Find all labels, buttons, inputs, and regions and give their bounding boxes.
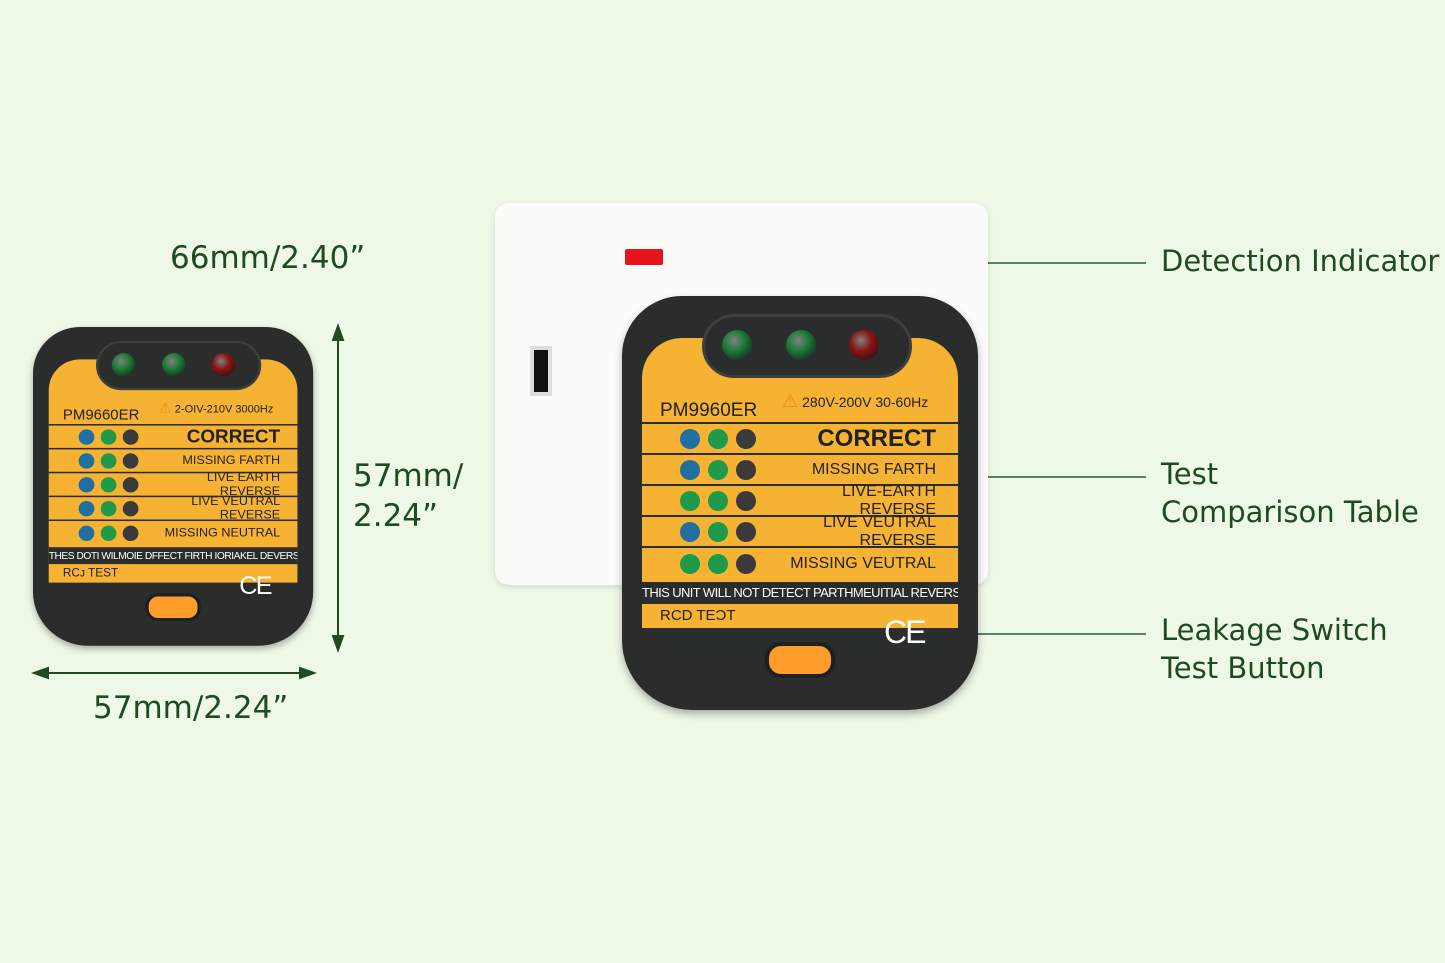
- status-dot: [78, 452, 95, 469]
- row-label: CORRECT: [817, 424, 936, 452]
- current-text: 110II1A: [163, 567, 198, 579]
- row-label: LIVE EARTH REVERSE: [206, 470, 281, 498]
- row-label: LIVE-EARTH REVERSE: [842, 482, 936, 518]
- warning-strip: THIS UNIT WILL NOT DETECT PARTHMEUITIAL …: [642, 582, 958, 604]
- voltage-rating: ⚠280V-200V 30-60Hz: [782, 391, 928, 412]
- rcd-test-button[interactable]: [145, 593, 201, 622]
- status-dot: [78, 476, 95, 493]
- ce-mark: CE: [239, 571, 272, 600]
- rcd-test-label: RCᴊ TEST: [48, 564, 136, 583]
- status-dot: [78, 525, 95, 541]
- current-text: 80II0A: [787, 608, 825, 623]
- status-dot: [122, 476, 139, 493]
- status-dot: [708, 490, 728, 511]
- current-rating: ⚠ 110II1A: [151, 567, 198, 579]
- comparison-row: CORRECT: [642, 422, 958, 453]
- comparison-row: MISSING FARTH: [48, 447, 298, 472]
- status-dot: [680, 459, 700, 480]
- callout-test-table-line2: Comparison Table: [1161, 495, 1419, 529]
- status-dot: [100, 525, 117, 541]
- status-dot: [680, 521, 700, 542]
- current-rating: ⚠ 80II0A: [772, 608, 825, 624]
- row-label: MISSING VEUTRAL: [790, 554, 936, 572]
- callout-detection-indicator: Detection Indicator: [1161, 244, 1440, 278]
- row-label: MISSING FARTH: [182, 453, 281, 467]
- rcd-test-label: RCD TEƆT: [642, 604, 752, 628]
- warning-icon: ⚠: [151, 567, 164, 579]
- row-label: LIVE VEUTRAL REVERSE: [823, 513, 936, 549]
- status-dot: [736, 553, 756, 574]
- model-number: PM9660ER: [62, 407, 140, 424]
- label-panel: [48, 359, 298, 583]
- warning-icon: ⚠: [772, 608, 788, 623]
- ce-mark: CE: [884, 614, 926, 650]
- indicator-led: [786, 330, 816, 360]
- comparison-row: LIVE-EARTH REVERSE: [642, 483, 958, 518]
- warning-icon: ⚠: [158, 400, 172, 416]
- comparison-row: CORRECT: [48, 424, 298, 448]
- status-dot: [680, 428, 700, 449]
- width-dimension: 66mm/2.40”: [170, 240, 366, 276]
- comparison-row: LIVE VEUTRAL REVERSE: [48, 494, 298, 522]
- status-dot: [100, 500, 117, 517]
- status-dot: [736, 521, 756, 542]
- comparison-row: LIVE EARTH REVERSE: [48, 470, 298, 498]
- comparison-row: LIVE VEUTRAL REVERSE: [642, 514, 958, 549]
- voltage-rating: ⚠2-OIV-210V 3000Hz: [159, 400, 273, 416]
- height-dimension-line2: 2.24”: [353, 498, 439, 534]
- status-dot: [708, 428, 728, 449]
- status-dot: [122, 452, 139, 469]
- status-dot: [708, 521, 728, 542]
- comparison-row: MISSING NEUTRAL: [48, 519, 298, 545]
- status-dot: [736, 428, 756, 449]
- indicator-led: [211, 353, 236, 377]
- warning-strip: THES DOTI WILMOIE DFFECT FIRTH IORIAKEL …: [48, 547, 298, 565]
- status-dot: [100, 452, 117, 469]
- callout-test-table-line1: Test: [1161, 457, 1219, 491]
- callout-leakage-line2: Test Button: [1161, 651, 1325, 685]
- status-dot: [680, 553, 700, 574]
- model-number: PM9960ER: [660, 400, 758, 421]
- status-dot: [122, 525, 139, 541]
- comparison-row: MISSING VEUTRAL: [642, 546, 958, 579]
- row-label: CORRECT: [186, 425, 281, 447]
- voltage-text: 2-OIV-210V 3000Hz: [174, 402, 274, 415]
- status-dot: [100, 476, 117, 493]
- socket-slot: [530, 346, 552, 396]
- indicator-led: [162, 353, 186, 377]
- socket-indicator-light: [625, 249, 663, 265]
- rcd-test-button[interactable]: [765, 642, 835, 678]
- height-dimension-line1: 57mm/: [353, 458, 464, 494]
- status-dot: [100, 429, 117, 445]
- status-dot: [122, 429, 139, 445]
- warning-icon: ⚠: [782, 391, 799, 411]
- status-dot: [736, 490, 756, 511]
- status-dot: [736, 459, 756, 480]
- callout-leakage-line1: Leakage Switch: [1161, 613, 1388, 647]
- depth-dimension: 57mm/2.24”: [93, 690, 289, 726]
- status-dot: [708, 459, 728, 480]
- comparison-row: MISSING FARTH: [642, 453, 958, 484]
- status-dot: [78, 429, 95, 445]
- status-dot: [122, 500, 139, 517]
- indicator-led: [722, 330, 752, 360]
- status-dot: [78, 500, 95, 517]
- row-label: LIVE VEUTRAL REVERSE: [191, 494, 281, 522]
- status-dot: [708, 553, 728, 574]
- label-panel: [642, 338, 958, 628]
- row-label: MISSING NEUTRAL: [164, 526, 281, 540]
- row-label: MISSING FARTH: [811, 460, 936, 478]
- indicator-led: [111, 353, 136, 377]
- indicator-led: [849, 330, 879, 360]
- status-dot: [680, 490, 700, 511]
- voltage-text: 280V-200V 30-60Hz: [802, 394, 929, 410]
